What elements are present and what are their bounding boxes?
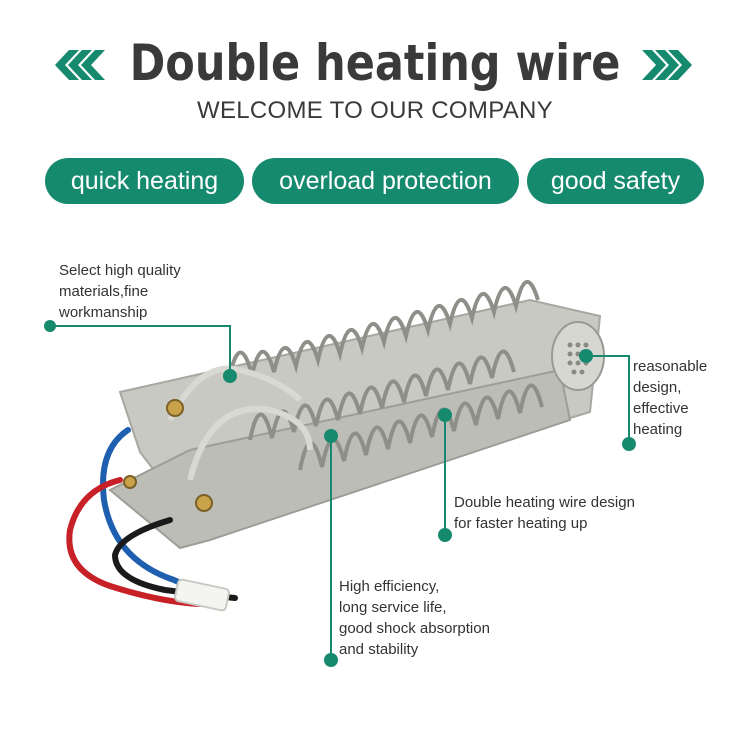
page-title: Double heating wire [129,34,621,92]
callout-double-wire: Double heating wire design for faster he… [454,494,635,532]
chevron-right-icon [642,50,692,80]
callout-lines [50,325,630,660]
feature-badge-overload-protection: overload protection [252,158,519,204]
connector-sleeve [174,578,230,612]
callout-materials: Select high quality materials,fine workm… [59,262,181,321]
heating-coils [228,279,544,471]
feature-badge-quick-heating: quick heating [45,158,244,204]
chevron-left-icon [55,50,105,80]
feature-badge-good-safety: good safety [527,158,704,204]
terminal-screws [123,399,213,512]
page-subtitle: WELCOME TO OUR COMPANY [197,97,553,124]
callout-dots [44,320,636,667]
insulation-sleeves [167,365,313,481]
callout-efficiency: High efficiency, long service life, good… [339,578,490,658]
header: Double heating wire [0,28,750,98]
mica-plate-front [108,368,572,550]
callout-design: reasonable design, effective heating [633,358,708,438]
